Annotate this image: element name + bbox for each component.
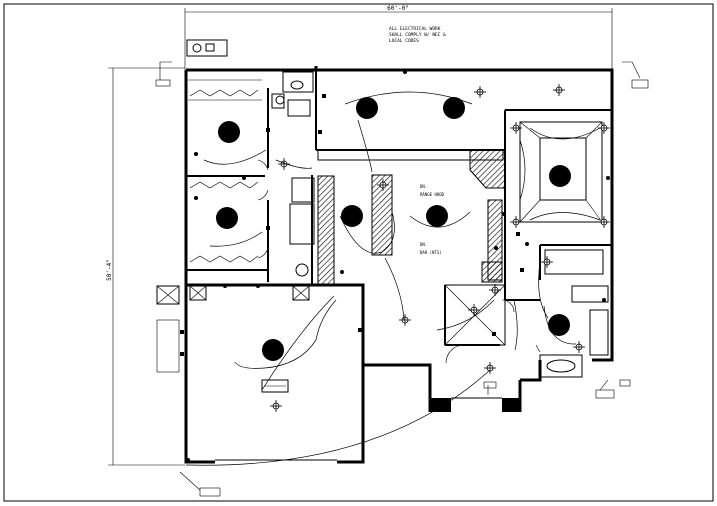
switch-icon xyxy=(492,332,496,336)
electric-panel-icon xyxy=(156,285,180,305)
label-range-hood: RANGE HOOD xyxy=(420,192,445,197)
outlet-icon xyxy=(525,242,529,246)
bath-1-fixtures xyxy=(271,71,314,117)
switch-icon xyxy=(516,232,520,236)
switch-icon xyxy=(322,94,326,98)
outlet-icon xyxy=(223,284,227,288)
dimension-left-label: 50'-4" xyxy=(106,259,113,281)
meter-legend-box xyxy=(186,39,228,57)
circuit-wiring xyxy=(185,91,601,466)
light-fixture-icon xyxy=(483,361,497,375)
light-fixture-icon xyxy=(473,85,487,99)
outlet-icon xyxy=(502,212,506,216)
dimension-left: 50'-4" xyxy=(106,67,185,466)
outlet-icon xyxy=(602,298,606,302)
light-fixture-icon xyxy=(552,83,566,97)
label-dining: DN. xyxy=(420,184,427,189)
label-kitchen: DN. xyxy=(420,242,427,247)
exterior-tags xyxy=(155,61,649,497)
ceiling-fan-icon xyxy=(341,205,363,227)
switches-outlets xyxy=(180,70,610,462)
ceiling-fan-icon xyxy=(218,121,240,143)
ceiling-fan-icon xyxy=(426,205,448,227)
light-fixture-icon xyxy=(467,303,481,317)
outlet-icon xyxy=(194,152,198,156)
outlet-icon xyxy=(256,284,260,288)
light-fixture-icon xyxy=(488,283,502,297)
ceiling-fan-icon xyxy=(262,339,284,361)
label-kitchen-bar: BAR (NTS) xyxy=(420,250,442,255)
outlet-icon xyxy=(242,176,246,180)
switch-icon xyxy=(520,268,524,272)
switch-icon xyxy=(266,226,270,230)
sheet-border xyxy=(3,3,714,502)
dimension-top: 60'-0" xyxy=(184,5,613,70)
outlet-icon xyxy=(606,176,610,180)
room-labels: DN. RANGE HOOD DN. BAR (NTS) xyxy=(420,184,445,255)
switch-icon xyxy=(358,328,362,332)
ceiling-fan-icon xyxy=(216,207,238,229)
outlet-icon xyxy=(403,70,407,74)
note-line-1: ALL ELECTRICAL WORK xyxy=(389,26,441,32)
switch-icon xyxy=(180,352,184,356)
outlet-icon xyxy=(340,270,344,274)
light-fixture-icon xyxy=(398,313,412,327)
interior-walls xyxy=(186,70,612,346)
closet-shelves xyxy=(188,79,262,263)
outlet-icon xyxy=(194,196,198,200)
general-notes: ALL ELECTRICAL WORK SHALL COMPLY W/ NEC … xyxy=(389,26,446,44)
outlet-icon xyxy=(494,246,498,250)
switch-icon xyxy=(180,330,184,334)
switch-icon xyxy=(318,130,322,134)
light-fixture-icon xyxy=(540,255,554,269)
panel-boxes xyxy=(156,285,310,393)
light-fixture-icon xyxy=(269,399,283,413)
dimension-top-label: 60'-0" xyxy=(387,5,409,12)
light-fixture-icon xyxy=(572,340,586,354)
light-fixture-icon xyxy=(597,215,611,229)
master-suite-fixtures xyxy=(519,121,609,378)
electric-panel-icon xyxy=(292,285,310,301)
note-line-2: SHALL COMPLY W/ NEC & xyxy=(389,32,446,38)
ceiling-fan-icon xyxy=(548,314,570,336)
outlet-icon xyxy=(186,458,190,462)
ceiling-fan-icon xyxy=(549,165,571,187)
door-swings xyxy=(257,159,515,364)
note-line-3: LOCAL CODES xyxy=(389,38,419,44)
light-fixture-icon xyxy=(277,157,291,171)
electric-panel-icon xyxy=(189,285,207,301)
kitchen-counters xyxy=(289,149,506,285)
switch-icon xyxy=(266,128,270,132)
ceiling-fan-icon xyxy=(356,97,378,119)
